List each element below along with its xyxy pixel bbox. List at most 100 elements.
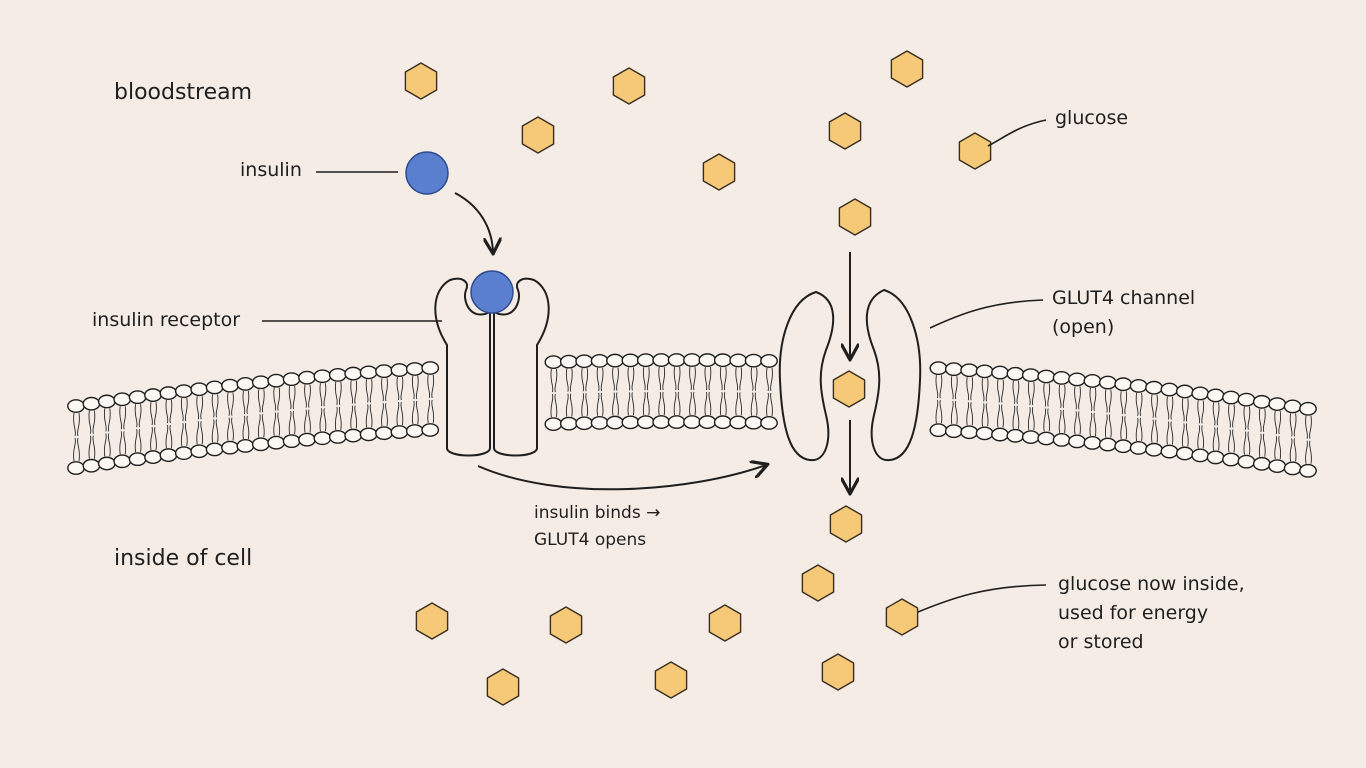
lipid-head-outer: [944, 362, 963, 377]
lipid-head-outer: [97, 394, 116, 409]
lipid-tails: [88, 410, 96, 459]
lipid-head-inner: [128, 452, 147, 467]
lipid-head-outer: [251, 375, 270, 390]
lipid-head-inner: [713, 415, 732, 430]
lipid-head-inner: [636, 415, 655, 430]
lipid-head-inner: [683, 415, 701, 429]
lipid-tails: [196, 396, 204, 445]
lipid-head-outer: [1083, 374, 1102, 388]
lipid-head-outer: [713, 353, 732, 368]
lipid-head-outer: [960, 363, 979, 378]
lipid-head-inner: [544, 417, 563, 431]
lipid-head-outer: [667, 353, 686, 367]
glucose-molecule-icon: [885, 598, 919, 636]
lipid-head-outer: [174, 384, 193, 399]
lipid-head-outer: [144, 388, 162, 402]
lipid-tails: [704, 367, 712, 416]
lipid-tails: [257, 389, 265, 438]
lipid-head-outer: [760, 354, 778, 368]
lipid-head-inner: [267, 435, 286, 450]
lipid-head-inner: [375, 426, 393, 441]
lipid-head-inner: [82, 458, 101, 473]
lipid-tails: [689, 366, 696, 416]
lipid-head-outer: [606, 353, 624, 368]
lipid-head-outer: [575, 354, 594, 369]
lipid-head-outer: [683, 353, 701, 367]
lipid-head-inner: [298, 432, 316, 447]
lipid-head-inner: [590, 415, 609, 430]
lipid-head-inner: [359, 427, 378, 442]
lipid-head-inner: [1114, 439, 1133, 454]
lipid-head-outer: [221, 378, 239, 393]
lipid-tails: [180, 398, 188, 447]
glucose-molecule-icon: [890, 50, 924, 88]
lipid-head-inner: [1299, 463, 1317, 478]
bloodstream-label: bloodstream: [114, 80, 253, 105]
glucose-molecule-icon: [654, 661, 688, 699]
lipid-head-outer: [190, 382, 209, 397]
lipid-head-outer: [375, 364, 393, 379]
glucose-molecule-icon: [549, 606, 583, 644]
lipid-tails: [381, 378, 388, 427]
lipid-tails: [227, 392, 234, 441]
lipid-head-inner: [1068, 434, 1086, 449]
lipid-head-outer: [128, 390, 147, 405]
binding-arrow: [454, 192, 493, 252]
lipid-tails: [334, 381, 342, 430]
lipid-tails: [581, 368, 589, 417]
lipid-tails: [396, 376, 404, 426]
lipid-head-inner: [1052, 432, 1071, 447]
bound-insulin-molecule: [470, 270, 514, 314]
result-label-line1: glucose now inside,: [1058, 573, 1245, 595]
lipid-tails: [273, 387, 281, 436]
lipid-head-outer: [1299, 401, 1317, 416]
glucose-molecule-icon: [801, 564, 835, 602]
lipid-head-inner: [975, 426, 994, 441]
lipid-tails: [1197, 400, 1205, 449]
insulin-label: insulin: [240, 159, 302, 181]
insulin-molecule: [405, 151, 449, 195]
lipid-head-outer: [975, 364, 994, 379]
lipid-tails: [1104, 389, 1112, 438]
result-leader: [917, 584, 1047, 613]
lipid-head-outer: [390, 363, 409, 377]
lipid-head-inner: [1160, 444, 1179, 459]
lipid-head-outer: [82, 396, 101, 411]
lipid-head-inner: [1268, 459, 1287, 473]
lipid-head-inner: [159, 448, 178, 462]
lipid-tails: [565, 368, 573, 417]
lipid-tails: [319, 383, 327, 432]
lipid-head-inner: [1206, 450, 1225, 465]
lipid-head-outer: [1160, 382, 1179, 397]
lipid-head-outer: [590, 353, 609, 368]
lipid-head-inner: [1237, 454, 1256, 469]
glut4-label-line2: (open): [1052, 316, 1115, 338]
lipid-head-inner: [960, 425, 979, 440]
lipid-head-outer: [1175, 384, 1194, 399]
lipid-tails: [1274, 411, 1282, 460]
lipid-head-inner: [344, 428, 363, 443]
glucose-molecule-icon: [404, 62, 438, 100]
cell-membrane: [67, 353, 1317, 478]
lipid-head-inner: [606, 415, 624, 430]
lipid-head-inner: [1283, 461, 1302, 476]
glucose-label: glucose: [1055, 107, 1129, 129]
lipid-head-outer: [652, 353, 671, 367]
caption-line1: insulin binds →: [534, 503, 661, 523]
lipid-head-inner: [144, 450, 162, 464]
lipid-head-outer: [344, 366, 363, 381]
lipid-head-inner: [1083, 436, 1102, 450]
lipid-head-outer: [1129, 379, 1148, 393]
lipid-head-outer: [405, 362, 424, 376]
lipid-head-outer: [1052, 370, 1071, 385]
signal-arrow: [477, 465, 766, 491]
insulin-receptor-label: insulin receptor: [92, 309, 241, 331]
lipid-tails: [766, 367, 773, 416]
lipid-head-outer: [744, 353, 763, 368]
lipid-tails: [211, 394, 219, 443]
lipid-head-inner: [1222, 452, 1240, 467]
lipid-head-outer: [113, 392, 132, 407]
lipid-tails: [1212, 402, 1220, 451]
glucose-molecule-icon: [702, 153, 736, 191]
